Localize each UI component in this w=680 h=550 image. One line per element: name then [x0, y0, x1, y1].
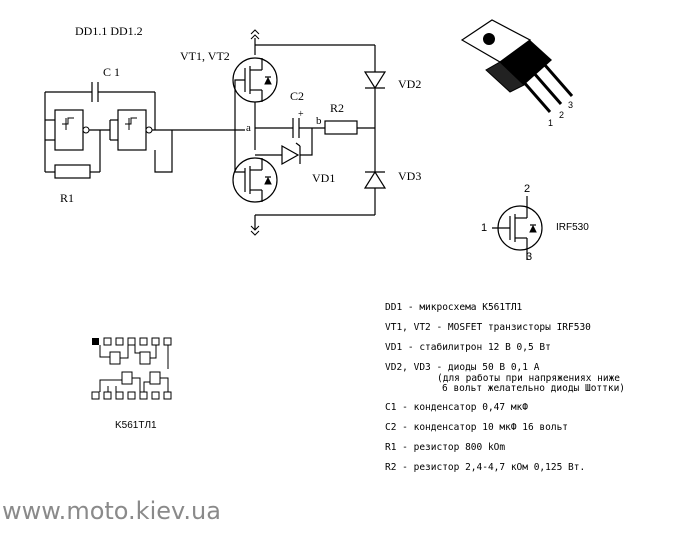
parts-line-vd23-note1: (для работы при напряжениях ниже	[437, 373, 620, 384]
c2-label: C2	[290, 89, 304, 103]
pkg-pin-2: 2	[559, 110, 564, 120]
parts-line-vd23: VD2, VD3 - диоды 50 В 0,1 А	[385, 362, 540, 373]
mosfet-pin-gate: 1	[481, 222, 487, 234]
parts-line-c2: C2 - конденсатор 10 мкФ 16 вольт	[385, 422, 568, 433]
c2-plus: +	[298, 109, 304, 120]
parts-line-vd1: VD1 - стабилитрон 12 В 0,5 Вт	[385, 342, 551, 353]
pkg-pin-3: 3	[568, 100, 573, 110]
vd3-diode	[363, 170, 387, 189]
vt2-transistor	[232, 157, 278, 203]
chip-pinout: K561TЛ1	[91, 337, 172, 431]
r1-resistor	[54, 164, 91, 179]
chip-label: K561TЛ1	[115, 420, 157, 431]
pkg-pin-1: 1	[548, 118, 553, 128]
to220-package: 1 2 3	[460, 19, 574, 128]
oscillator-circuit: DD1.1 DD1.2 C 1 R1	[44, 24, 245, 205]
parts-list: DD1 - микросхема K561TЛ1 VT1, VT2 - MOSF…	[385, 302, 625, 473]
dd-label: DD1.1 DD1.2	[75, 24, 143, 38]
parts-line-vd23-note2: 6 вольт желательно диоды Шоттки)	[442, 383, 625, 394]
c1-label: C 1	[103, 65, 120, 79]
vd2-diode	[363, 71, 387, 90]
mosfet-pin-drain: 2	[524, 183, 530, 195]
vd1-label: VD1	[312, 171, 335, 185]
mosfet-pin-source: 3	[526, 251, 532, 263]
parts-line-dd1: DD1 - микросхема K561TЛ1	[385, 302, 523, 313]
schmitt-gate-1	[54, 109, 84, 151]
schmitt-gate-2	[117, 109, 147, 151]
r2-resistor	[324, 120, 358, 135]
vd3-label: VD3	[398, 169, 421, 183]
watermark: www.moto.kiev.ua	[2, 497, 221, 525]
node-b-label: b	[316, 115, 322, 127]
parts-line-r1: R1 - резистор 800 kOm	[385, 442, 505, 453]
node-a-label: a	[246, 122, 251, 134]
mosfet-part-label: IRF530	[556, 222, 589, 233]
parts-line-r2: R2 - резистор 2,4-4,7 кОм 0,125 Вт.	[385, 462, 585, 473]
parts-line-vt: VT1, VT2 - MOSFET транзисторы IRF530	[385, 322, 591, 333]
mosfet-symbol: 1 2 3 IRF530	[481, 183, 589, 263]
parts-line-c1: C1 - конденсатор 0,47 мкФ	[385, 402, 528, 413]
vt-label: VT1, VT2	[180, 49, 230, 63]
vd2-label: VD2	[398, 77, 421, 91]
r1-label: R1	[60, 191, 74, 205]
output-stage: VT1, VT2 a C2 +	[180, 29, 421, 236]
vd1-zener	[281, 144, 300, 166]
r2-label: R2	[330, 101, 344, 115]
